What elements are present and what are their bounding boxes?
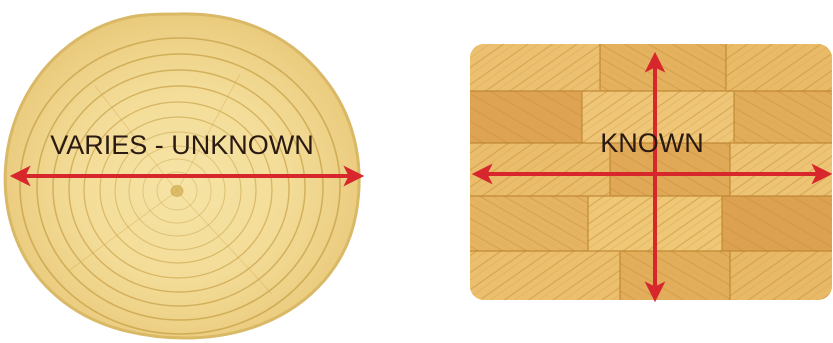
lamination-piece xyxy=(470,44,600,91)
lamination-piece xyxy=(470,196,588,251)
lamination-piece xyxy=(734,91,832,143)
lamination-piece xyxy=(470,143,610,196)
lamination-piece xyxy=(470,251,620,300)
lamination-piece xyxy=(600,44,726,91)
log-dimension-label: VARIES - UNKNOWN xyxy=(50,130,314,160)
lamination-piece xyxy=(726,44,832,91)
lamination-piece xyxy=(620,251,730,300)
lamination-piece xyxy=(730,143,832,196)
lamination-piece xyxy=(722,196,832,251)
block-dimension-label: KNOWN xyxy=(600,128,704,158)
lamination-piece xyxy=(470,91,582,143)
lamination-piece xyxy=(730,251,832,300)
